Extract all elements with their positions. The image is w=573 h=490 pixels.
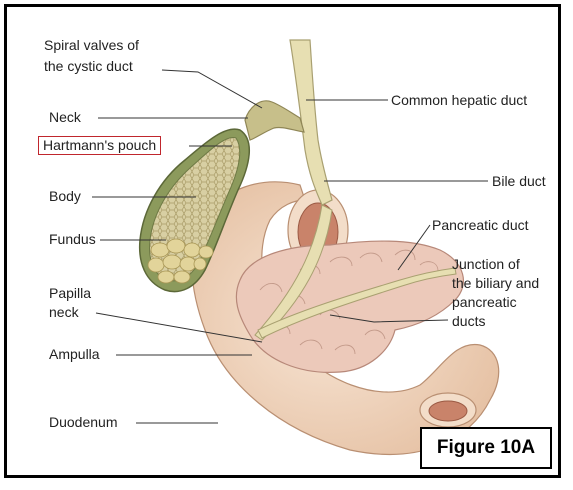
label-fundus: Fundus — [49, 231, 96, 248]
label-junction-line4: ducts — [452, 313, 485, 330]
label-ampulla: Ampulla — [49, 346, 100, 363]
label-junction-line2: the biliary and — [452, 275, 539, 292]
label-spiral-valves-line2: the cystic duct — [44, 58, 133, 75]
cystic-duct-shape — [245, 101, 304, 140]
label-papilla-neck-line1: Papilla — [49, 285, 91, 302]
label-hartmanns-pouch: Hartmann's pouch — [38, 136, 161, 155]
figure-label-box: Figure 10A — [420, 427, 552, 469]
label-papilla-neck-line2: neck — [49, 304, 79, 321]
pancreas-shape — [236, 241, 463, 372]
figure-label: Figure 10A — [437, 437, 535, 459]
label-duodenum: Duodenum — [49, 414, 118, 431]
label-body: Body — [49, 188, 81, 205]
label-pancreatic-duct: Pancreatic duct — [432, 217, 529, 234]
label-common-hepatic-duct: Common hepatic duct — [391, 92, 527, 109]
label-spiral-valves-line1: Spiral valves of — [44, 37, 139, 54]
label-junction-line3: pancreatic — [452, 294, 517, 311]
label-junction-line1: Junction of — [452, 256, 520, 273]
label-neck: Neck — [49, 109, 81, 126]
label-bile-duct: Bile duct — [492, 173, 546, 190]
